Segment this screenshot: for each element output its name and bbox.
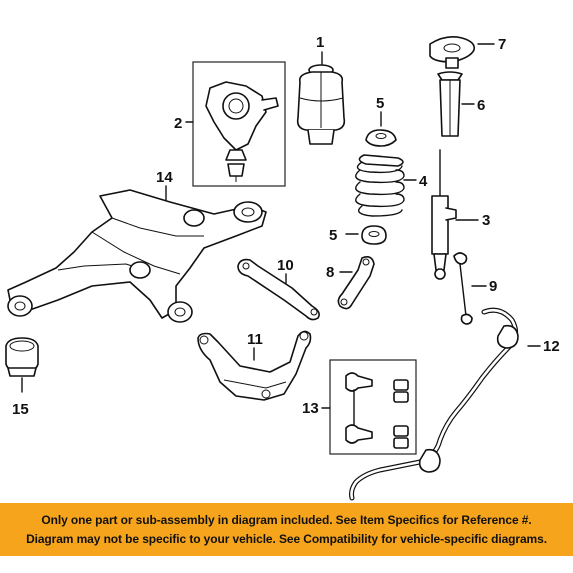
callout-15: 15 (12, 401, 29, 418)
part-6-dust-boot (437, 71, 475, 137)
callout-4: 4 (419, 173, 428, 190)
part-3-shock-absorber (431, 149, 479, 280)
callout-12: 12 (543, 338, 560, 355)
callout-6: 6 (477, 97, 485, 114)
part-14-crossmember (7, 185, 267, 323)
callout-1: 1 (316, 34, 324, 51)
callout-8: 8 (326, 264, 334, 281)
part-11-lower-arm (197, 330, 312, 401)
disclaimer-line-2: Diagram may not be specific to your vehi… (26, 531, 547, 546)
part-4-coil-spring (355, 154, 417, 217)
part-9-end-link (453, 252, 487, 325)
callout-5a: 5 (376, 95, 384, 112)
part-10-upper-arm (237, 258, 320, 321)
part-13-link-kit (321, 359, 417, 455)
disclaimer-banner: Only one part or sub-assembly in diagram… (0, 503, 573, 556)
part-7-upper-mount (429, 36, 495, 69)
part-2-knuckle (185, 61, 286, 187)
callout-10: 10 (277, 257, 294, 274)
callout-2: 2 (174, 115, 182, 132)
callout-5b: 5 (329, 227, 337, 244)
part-8-link (337, 256, 375, 310)
callout-14: 14 (156, 169, 173, 186)
disclaimer-line-1: Only one part or sub-assembly in diagram… (41, 512, 532, 527)
callout-11: 11 (247, 331, 263, 348)
part-5-lower-isolator (345, 225, 387, 245)
part-5-upper-isolator (365, 111, 397, 147)
part-15-bushing (5, 337, 39, 393)
part-1-air-spring (296, 51, 346, 145)
callout-9: 9 (489, 278, 497, 295)
part-12-stabilizer-bar (349, 307, 541, 501)
callout-3: 3 (482, 212, 490, 229)
callout-13: 13 (302, 400, 319, 417)
callout-7: 7 (498, 36, 506, 53)
